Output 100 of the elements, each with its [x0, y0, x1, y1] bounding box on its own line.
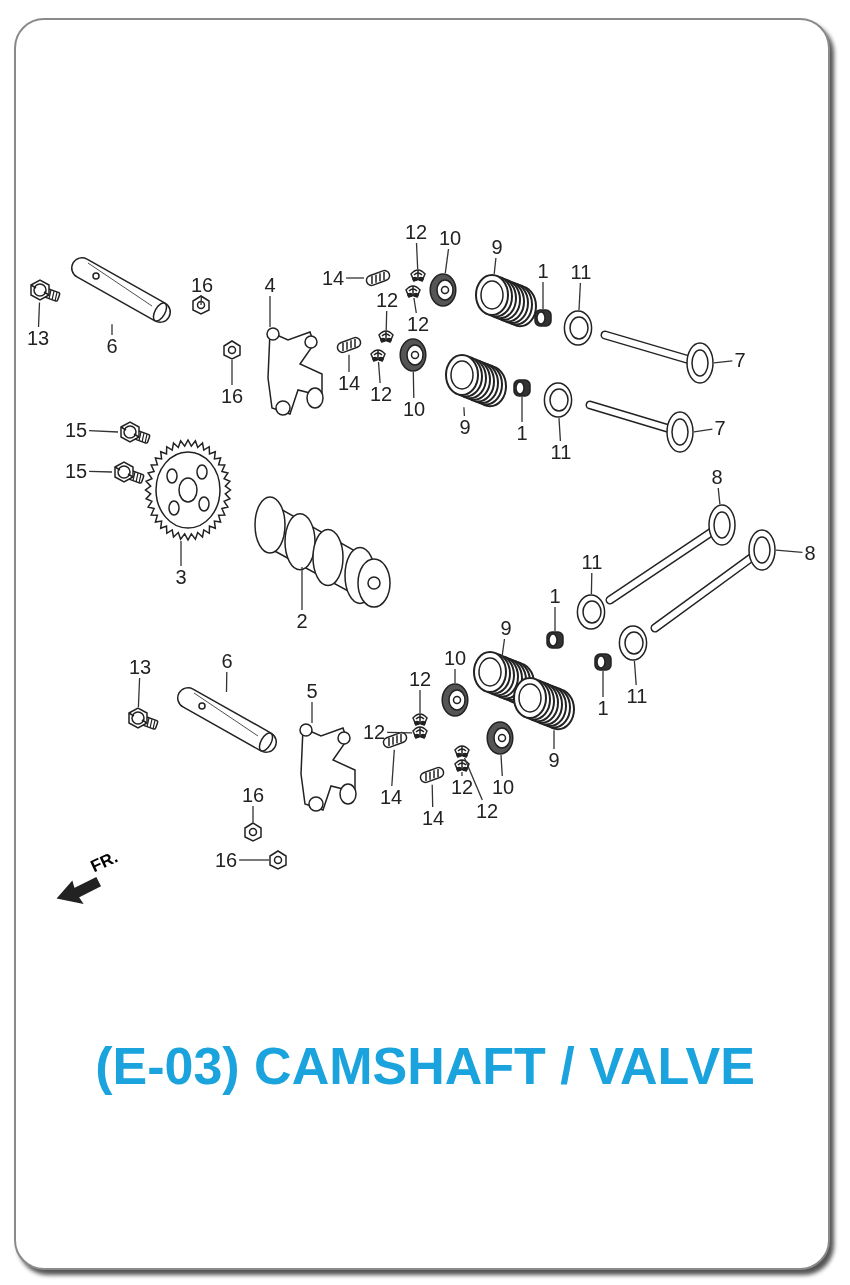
leader-line: [348, 354, 350, 373]
callout-number: 13: [128, 656, 152, 678]
leader-line: [501, 638, 506, 658]
leader-line: [385, 310, 388, 331]
callout-number: 9: [500, 617, 512, 639]
shaft-drawing: [177, 687, 277, 753]
leader-line: [269, 295, 271, 328]
callout-number: 12: [408, 668, 432, 690]
leader-line: [225, 671, 228, 693]
diagram-title: (E-03) CAMSHAFT / VALVE: [94, 1036, 756, 1096]
valve-drawing: [600, 330, 714, 384]
valve-cotter-drawing: [370, 349, 386, 362]
leader-line: [88, 470, 113, 473]
leader-line: [717, 487, 721, 505]
leader-line: [521, 396, 523, 423]
leader-line: [386, 731, 413, 734]
leader-line: [693, 428, 714, 433]
washer-drawing: [563, 310, 593, 346]
bolt-drawing: [120, 421, 151, 445]
callout-number: 10: [438, 227, 462, 249]
callout-number: 14: [321, 267, 345, 289]
callout-number: 6: [221, 650, 233, 672]
callout-number: 9: [548, 749, 560, 771]
bolt-drawing: [30, 279, 61, 303]
callout-number: 16: [241, 784, 265, 806]
valve-drawing: [605, 504, 736, 605]
nut-drawing: [223, 340, 241, 360]
callout-number: 14: [379, 786, 403, 808]
spring-retainer-drawing: [441, 683, 469, 717]
leader-line: [558, 417, 562, 442]
callout-number: 1: [549, 585, 561, 607]
stem-seal-drawing: [534, 309, 552, 327]
callout-number: 1: [597, 697, 609, 719]
leader-line: [412, 371, 415, 399]
leader-line: [463, 757, 483, 801]
callout-number: 10: [402, 398, 426, 420]
callout-number: 12: [362, 721, 386, 743]
leader-line: [37, 301, 41, 328]
spring-retainer-drawing: [486, 721, 514, 755]
valve-cotter-drawing: [410, 269, 426, 282]
bolt-drawing: [128, 707, 159, 731]
leader-line: [461, 771, 463, 777]
leader-line: [775, 549, 804, 554]
leader-line: [231, 359, 233, 386]
callout-number: 16: [214, 849, 238, 871]
valve-spring-drawing: [513, 677, 575, 731]
callout-number: 8: [804, 542, 816, 564]
washer-drawing: [543, 382, 573, 418]
callout-number: 1: [516, 422, 528, 444]
washer-drawing: [576, 594, 606, 630]
callout-number: 9: [459, 416, 471, 438]
rocker-arm-drawing: [299, 723, 357, 812]
valve-spring-drawing: [475, 274, 537, 328]
callout-number: 11: [550, 441, 572, 463]
callout-number: 7: [714, 417, 726, 439]
direction-label: FR.: [87, 847, 122, 878]
leader-line: [602, 670, 604, 698]
rocker-arm-drawing: [266, 327, 324, 416]
stem-seal-drawing: [594, 653, 612, 671]
leader-line: [419, 689, 421, 714]
valve-drawing: [585, 400, 694, 453]
leader-line: [311, 701, 313, 724]
spring-retainer-drawing: [399, 338, 427, 372]
leader-line: [554, 606, 556, 632]
callout-number: 11: [581, 551, 603, 573]
valve-cotter-drawing: [454, 745, 470, 758]
callout-number: 12: [475, 800, 499, 822]
callout-number: 15: [64, 460, 88, 482]
spring-retainer-drawing: [429, 273, 457, 307]
leader-line: [238, 859, 270, 861]
leader-line: [542, 281, 544, 310]
shaft-drawing: [71, 257, 171, 323]
leader-line: [252, 805, 254, 823]
nut-drawing: [192, 295, 210, 315]
callout-number: 10: [491, 776, 515, 798]
callout-number: 11: [626, 685, 648, 707]
callout-number: 12: [406, 313, 430, 335]
leader-line: [391, 749, 395, 787]
leader-line: [137, 677, 141, 708]
callout-number: 2: [296, 610, 308, 632]
stem-seal-drawing: [546, 631, 564, 649]
nut-drawing: [269, 850, 287, 870]
leader-line: [590, 572, 593, 595]
leader-line: [444, 248, 450, 274]
callout-number: 11: [570, 261, 592, 283]
callout-number: 5: [306, 680, 318, 702]
callout-number: 15: [64, 419, 88, 441]
valve-spring-drawing: [445, 354, 507, 408]
leader-line: [493, 257, 497, 275]
nut-drawing: [244, 822, 262, 842]
leader-line: [88, 429, 119, 433]
callout-number: 12: [375, 289, 399, 311]
valve-drawing: [650, 529, 776, 633]
callout-number: 8: [711, 466, 723, 488]
callout-number: 10: [443, 647, 467, 669]
bolt-drawing: [114, 461, 145, 485]
callout-number: 9: [491, 236, 503, 258]
leader-line: [463, 406, 466, 417]
callout-number: 6: [106, 335, 118, 357]
washer-drawing: [618, 625, 648, 661]
